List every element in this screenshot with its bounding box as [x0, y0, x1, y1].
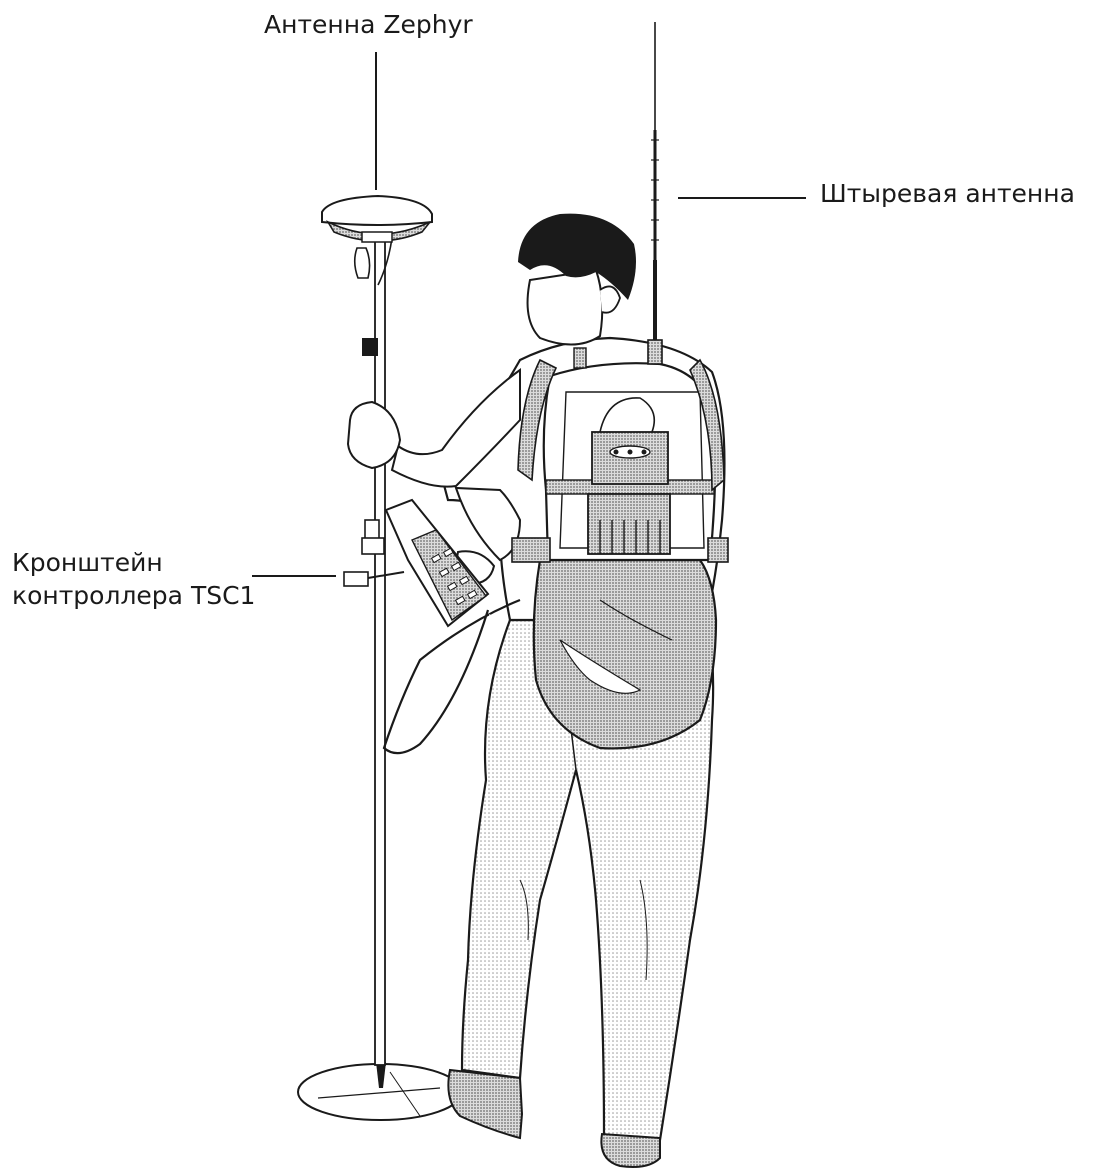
zephyr-antenna-head	[322, 196, 432, 242]
ground-plate	[298, 1062, 462, 1120]
head	[518, 214, 636, 345]
controller-bracket-label-line2: контроллера TSC1	[12, 579, 255, 612]
controller-bracket-label-line1: Кронштейн	[12, 546, 255, 579]
controller-bracket-label: Кронштейн контроллера TSC1	[12, 546, 255, 612]
whip-antenna-label: Штыревая антенна	[820, 177, 1075, 210]
zephyr-antenna-label: Антенна Zephyr	[264, 8, 473, 41]
survey-pole	[344, 238, 404, 1065]
